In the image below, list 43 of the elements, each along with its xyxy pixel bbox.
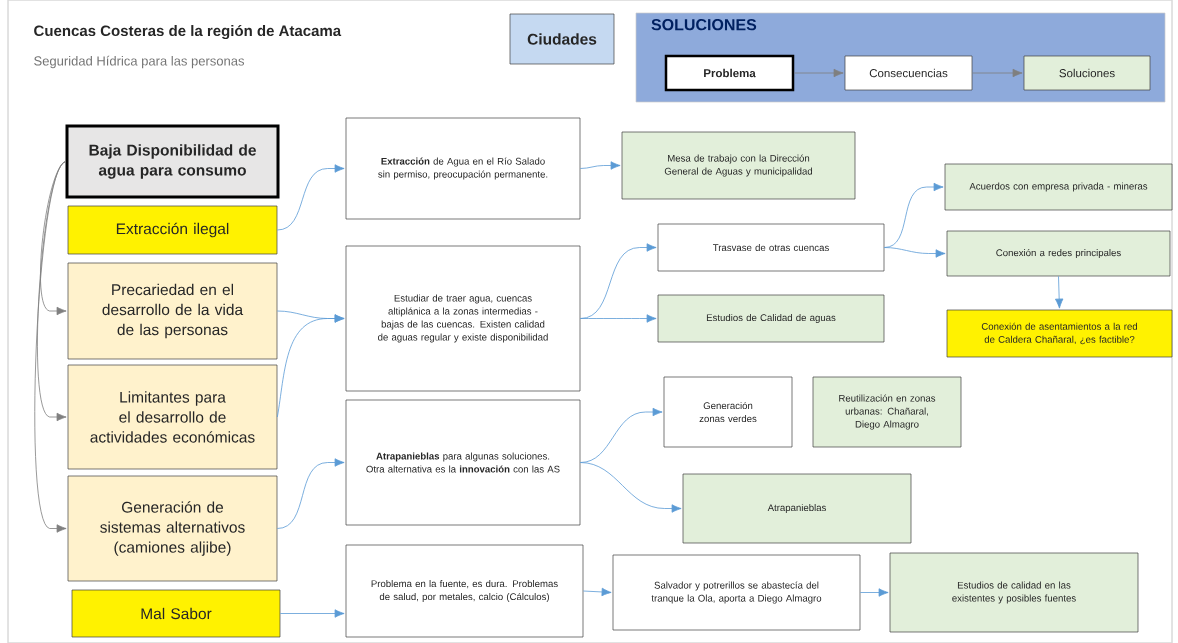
process-box: Estudios de calidad en las existentes y posibles fuentes — [889, 552, 1139, 633]
process-box: Reutilización en zonas urbanas: Chañaral, Diego Almagro — [812, 376, 962, 448]
process-box: Mal Sabor — [71, 589, 281, 638]
process-box: Problema en la fuente, es dura. Problemas de salud, por metales, calcio (Cálculos) — [345, 544, 584, 638]
process-box: Estudios de Calidad de aguas — [657, 294, 885, 343]
process-box: Ciudades — [509, 13, 615, 65]
arrow — [582, 587, 612, 597]
process-box: Salvador y potrerillos se abastecía del tranque la Ola, aporta a Diego Almagro — [612, 554, 861, 631]
process-box: Atrapanieblas — [682, 473, 912, 544]
title: Cuencas Costeras de la región de Atacama — [34, 24, 342, 40]
arrow — [579, 314, 657, 323]
process-box: Acuerdos con empresa privada - mineras — [944, 163, 1173, 211]
subtitle: Seguridad Hídrica para las personas — [34, 55, 245, 69]
process-box: Estudiar de traer agua, cuencas altiplánica a la zonas intermedias - bajas de las cuencas. Existen calidad de aguas regular y existe disponibilidad — [345, 245, 581, 392]
arrow — [34, 161, 67, 533]
arrow — [793, 68, 844, 78]
process-box: Consecuencias — [844, 55, 973, 91]
process-box: Conexión a redes principales — [946, 230, 1171, 277]
arrow — [37, 161, 67, 422]
process-box: Limitantes para el desarrollo de actividades económicas — [67, 364, 278, 470]
arrow — [1055, 275, 1064, 309]
process-box: Extracción de Agua en el Río Salado sin permiso, preocupación permanente. — [345, 117, 581, 220]
arrow — [276, 458, 345, 529]
arrow — [276, 164, 345, 231]
process-box: Atrapanieblas para algunas soluciones. Otra alternativa es la innovación con las AS — [345, 399, 581, 526]
arrow — [40, 161, 67, 316]
arrow — [579, 161, 621, 170]
arrow — [276, 314, 345, 418]
process-box: Extracción ilegal — [67, 205, 278, 255]
process-box: Baja Disponibilidad de agua para consumo — [65, 124, 280, 199]
process-box: Problema — [664, 54, 795, 92]
process-box: Trasvase de otras cuencas — [657, 223, 885, 272]
process-box: Mesa de trabajo con la Dirección General de Aguas y municipalidad — [621, 131, 856, 200]
process-box: Soluciones — [1023, 55, 1151, 91]
arrow — [859, 588, 889, 597]
process-box: Precariedad en el desarrollo de la vida de las personas — [67, 262, 278, 360]
arrow — [279, 609, 345, 618]
arrow — [579, 462, 682, 513]
process-box: Conexión de asentamientos a la red de Caldera Chañaral, ¿es factible? — [946, 309, 1173, 358]
process-box: Generación de sistemas alternativos (camiones aljibe) — [67, 475, 278, 582]
arrow — [971, 68, 1023, 78]
arrow — [883, 247, 946, 258]
process-box: Generación zonas verdes — [663, 376, 793, 448]
